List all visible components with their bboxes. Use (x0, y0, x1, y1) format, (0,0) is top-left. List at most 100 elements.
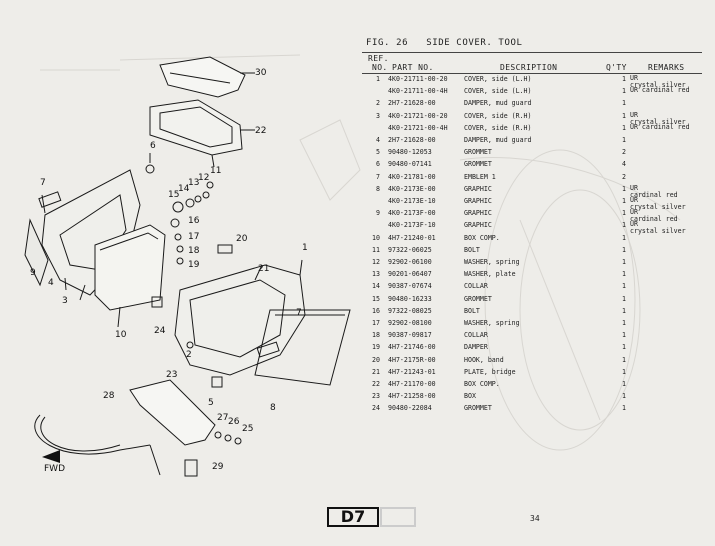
quantity: 1 (622, 245, 626, 254)
part-number: 4K0-2173F-00 (388, 209, 436, 218)
part-description: WASHER, plate (464, 270, 516, 279)
ref-number: 1 (376, 75, 380, 83)
part-description: EMBLEM 1 (464, 172, 496, 181)
ref-number: 9 (376, 209, 380, 218)
part-callout: 27 (217, 413, 228, 423)
part-number: 90480-07141 (388, 160, 432, 169)
remark-line: UR (630, 196, 638, 204)
ref-number: 16 (372, 306, 380, 315)
part-description: GRAPHIC (464, 221, 492, 230)
quantity: 2 (622, 172, 626, 181)
col-no-label: NO. (372, 63, 388, 72)
ref-number: 2 (376, 99, 380, 108)
part-number: 92902-08100 (388, 319, 432, 327)
part-callout: 2 (186, 350, 192, 360)
part-callout: 30 (255, 68, 267, 78)
quantity: 1 (622, 209, 626, 218)
part-description: HOOK, band (464, 355, 504, 364)
quantity: 1 (622, 99, 626, 108)
quantity: 1 (622, 404, 626, 413)
ref-number: 7 (376, 172, 380, 181)
part-number: 4K0-21711-00-20 (388, 75, 448, 83)
part-description: BOX COMP. (464, 233, 500, 242)
quantity: 1 (622, 355, 626, 364)
ref-number: 10 (372, 233, 380, 242)
part-callout: 25 (242, 424, 253, 434)
ref-number: 3 (376, 111, 380, 120)
part-callout: 14 (178, 184, 190, 194)
table-top-rule (362, 52, 702, 53)
part-number: 90480-12053 (388, 148, 432, 157)
quantity: 1 (622, 270, 626, 279)
part-callout: 19 (188, 260, 200, 270)
part-description: COLLAR (464, 282, 488, 291)
part-description: PLATE, bridge (464, 367, 516, 376)
ref-number: 18 (372, 331, 380, 340)
ref-number: 12 (372, 258, 380, 266)
ref-number: 20 (372, 355, 380, 364)
part-description: BOLT (464, 306, 480, 315)
part-number: 4K0-21721-00-20 (388, 111, 448, 120)
part-callout: 26 (228, 417, 240, 427)
ref-number: 14 (372, 282, 380, 291)
part-number: 4H7-21170-00 (388, 380, 436, 388)
table-row: 14 90387-07674 COLLAR 1 (362, 282, 702, 295)
part-description: BOX (464, 392, 476, 401)
quantity: 1 (622, 111, 626, 120)
remark-line: UR (630, 208, 638, 217)
section-badge-bleed (380, 507, 416, 527)
figure-title: FIG. 26 SIDE COVER. TOOL (366, 38, 523, 48)
part-callout: 22 (255, 126, 266, 136)
part-description: GROMMET (464, 160, 492, 169)
remark-line: crystal silver (630, 227, 686, 236)
ref-number: 23 (372, 392, 380, 401)
part-number: 4K0-21721-00-4H (388, 123, 448, 132)
quantity: 1 (622, 136, 626, 144)
part-description: DAMPER, mud guard (464, 99, 532, 108)
part-callout: 11 (210, 166, 221, 176)
quantity: 1 (622, 282, 626, 291)
part-callout: 20 (236, 234, 248, 244)
part-callout: 10 (115, 330, 127, 340)
part-description: COVER, side (L.H) (464, 87, 532, 96)
remark-line: cardinal red (630, 215, 678, 224)
part-callout: 6 (150, 141, 156, 151)
part-description: WASHER, spring (464, 258, 520, 266)
ref-number: 8 (376, 184, 380, 193)
remark-line: UR (630, 220, 638, 229)
part-number: 4K0-2173E-00 (388, 184, 436, 193)
part-callout: 21 (258, 264, 269, 274)
part-number: 4H7-21243-01 (388, 367, 436, 376)
part-callout: 1 (302, 243, 308, 253)
part-number: 90387-07674 (388, 282, 432, 291)
part-callout: 28 (103, 391, 115, 401)
part-callout: 13 (188, 178, 199, 188)
part-description: COVER, side (R.H) (464, 111, 532, 120)
part-number: 90480-16233 (388, 294, 432, 303)
part-callout: 12 (198, 173, 209, 183)
part-callout: 18 (188, 246, 200, 256)
part-number: 97322-08025 (388, 306, 432, 315)
part-number: 4H7-2175R-00 (388, 355, 436, 364)
part-description: GROMMET (464, 404, 492, 413)
quantity: 1 (622, 258, 626, 266)
table-row: 20 4H7-2175R-00 HOOK, band 1 (362, 356, 702, 369)
front-arrow-label: FWD (44, 464, 65, 474)
